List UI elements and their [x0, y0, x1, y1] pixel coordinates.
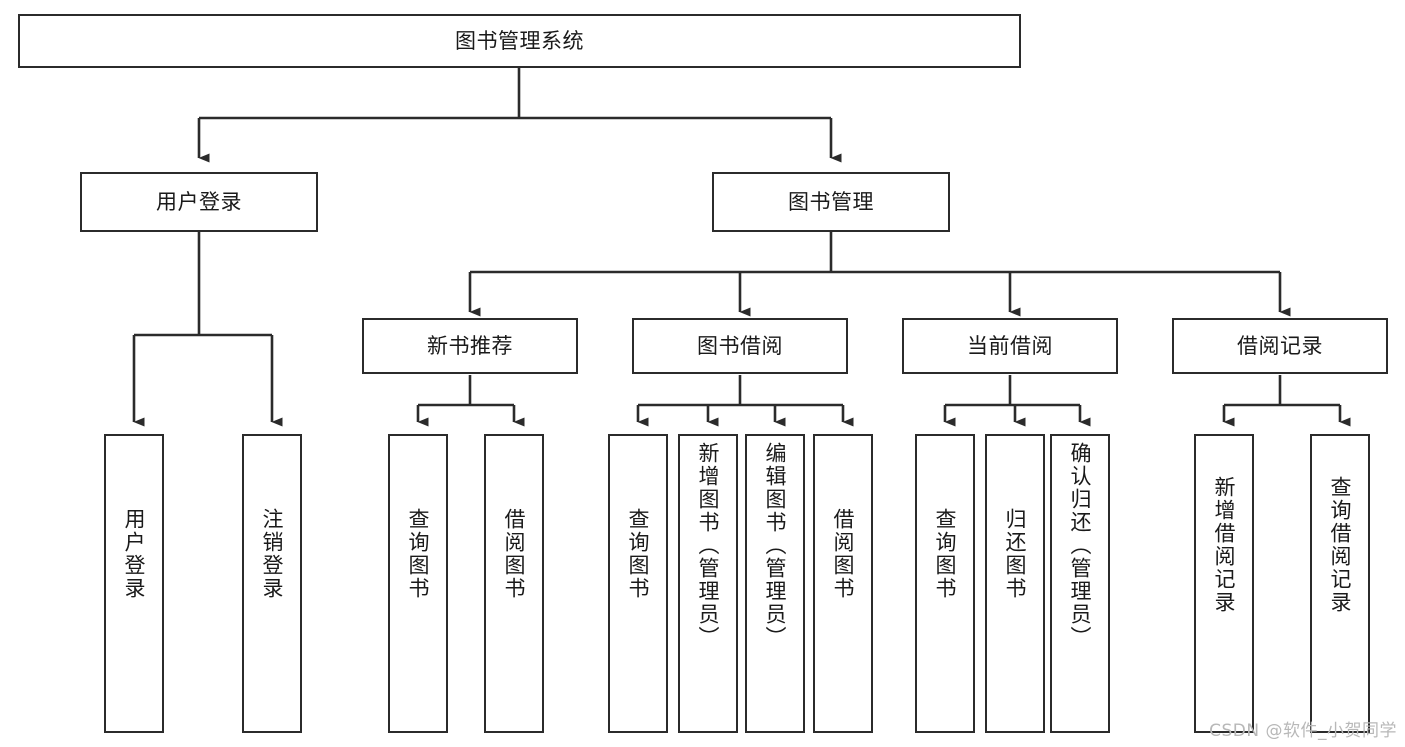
- node-leaf-query-record-label: 查询借阅记录: [1328, 476, 1353, 614]
- node-new-book-recommend-label: 新书推荐: [427, 333, 513, 358]
- node-leaf-add-record-label: 新增借阅记录: [1212, 476, 1237, 614]
- node-leaf-query-record[interactable]: 查询借阅记录: [1310, 434, 1370, 733]
- node-leaf-borrow-book-2[interactable]: 借阅图书: [813, 434, 873, 733]
- node-leaf-confirm-return[interactable]: 确认归还（管理员）: [1050, 434, 1110, 733]
- node-book-borrow-label: 图书借阅: [697, 333, 783, 358]
- node-book-borrow[interactable]: 图书借阅: [632, 318, 848, 374]
- node-leaf-query-book-3-label: 查询图书: [933, 508, 958, 600]
- node-user-login[interactable]: 用户登录: [80, 172, 318, 232]
- node-new-book-recommend[interactable]: 新书推荐: [362, 318, 578, 374]
- node-leaf-borrow-book-2-label: 借阅图书: [831, 508, 856, 600]
- node-leaf-query-book-3[interactable]: 查询图书: [915, 434, 975, 733]
- node-leaf-add-book-label: 新增图书（管理员）: [696, 442, 721, 649]
- node-leaf-logout-login-label: 注销登录: [260, 508, 285, 600]
- node-book-management-label: 图书管理: [788, 189, 874, 214]
- node-leaf-borrow-book-1[interactable]: 借阅图书: [484, 434, 544, 733]
- node-borrow-record-label: 借阅记录: [1237, 333, 1323, 358]
- node-leaf-return-book-label: 归还图书: [1003, 508, 1028, 600]
- node-current-borrow-label: 当前借阅: [967, 333, 1053, 358]
- node-leaf-user-login-label: 用户登录: [122, 508, 147, 600]
- node-leaf-confirm-return-label: 确认归还（管理员）: [1068, 442, 1093, 649]
- node-leaf-borrow-book-1-label: 借阅图书: [502, 508, 527, 600]
- node-leaf-logout-login[interactable]: 注销登录: [242, 434, 302, 733]
- node-leaf-query-book-1[interactable]: 查询图书: [388, 434, 448, 733]
- node-root[interactable]: 图书管理系统: [18, 14, 1021, 68]
- node-leaf-return-book[interactable]: 归还图书: [985, 434, 1045, 733]
- node-leaf-query-book-2[interactable]: 查询图书: [608, 434, 668, 733]
- node-user-login-label: 用户登录: [156, 189, 242, 214]
- node-leaf-add-book[interactable]: 新增图书（管理员）: [678, 434, 738, 733]
- node-borrow-record[interactable]: 借阅记录: [1172, 318, 1388, 374]
- node-leaf-edit-book[interactable]: 编辑图书（管理员）: [745, 434, 805, 733]
- node-book-management[interactable]: 图书管理: [712, 172, 950, 232]
- node-leaf-add-record[interactable]: 新增借阅记录: [1194, 434, 1254, 733]
- csdn-watermark: CSDN @软件_小贺同学: [1209, 721, 1397, 741]
- node-current-borrow[interactable]: 当前借阅: [902, 318, 1118, 374]
- node-leaf-query-book-2-label: 查询图书: [626, 508, 651, 600]
- node-leaf-edit-book-label: 编辑图书（管理员）: [763, 442, 788, 649]
- node-leaf-query-book-1-label: 查询图书: [406, 508, 431, 600]
- node-root-label: 图书管理系统: [455, 28, 584, 53]
- node-leaf-user-login[interactable]: 用户登录: [104, 434, 164, 733]
